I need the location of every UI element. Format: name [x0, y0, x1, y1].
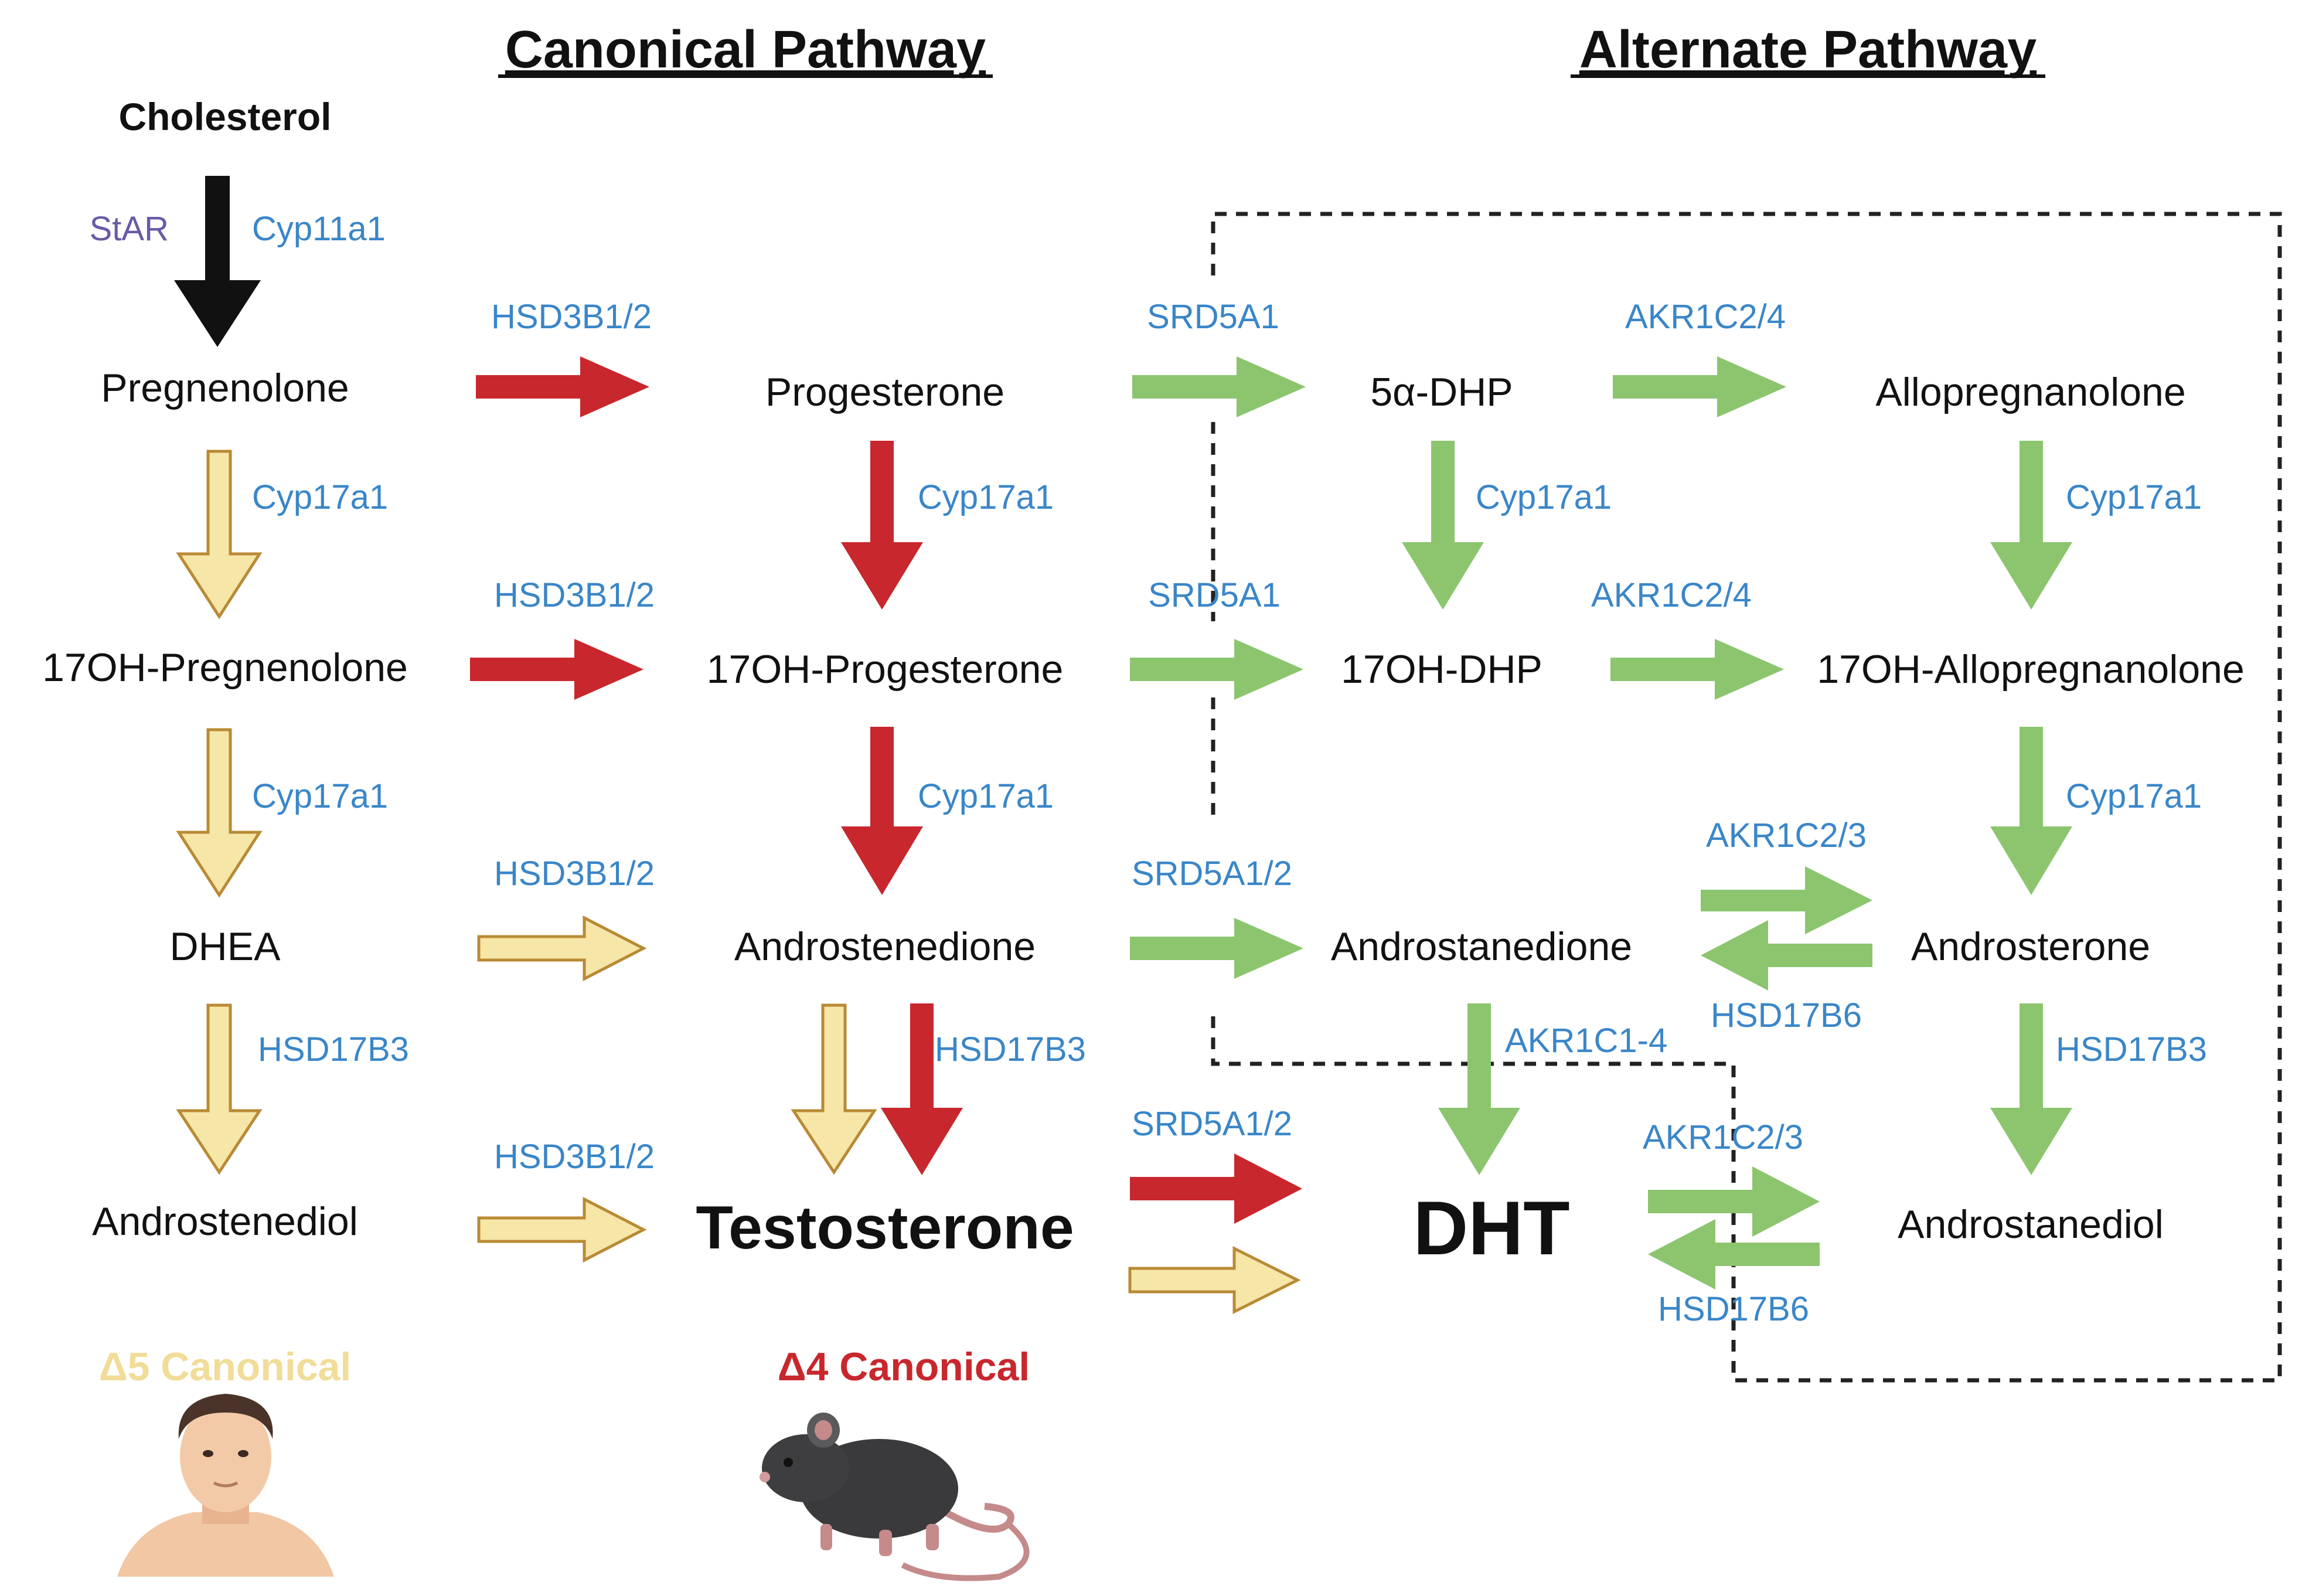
- arrow-androsterone-androstanedione: [1701, 920, 1872, 991]
- arrow-pregnenolone-progesterone: [476, 356, 649, 417]
- human-face-icon: [117, 1394, 334, 1577]
- node-dhea: DHEA: [170, 924, 281, 969]
- arrow-progesterone-17oh-progesterone: [841, 441, 923, 610]
- arrow-dhp-allopregnanolone: [1613, 356, 1786, 417]
- node-testosterone: Testosterone: [696, 1194, 1074, 1262]
- enzyme-cyp17a1-col2-a: Cyp17a1: [918, 478, 1054, 516]
- arrow-androstenedione-testosterone-d4: [881, 1003, 963, 1175]
- enzyme-akr1c2-3-row3: AKR1C2/3: [1706, 816, 1867, 855]
- enzyme-hsd3b-row3: HSD3B1/2: [494, 855, 655, 893]
- arrow-17oh-pregnenolone-dhea: [176, 728, 263, 898]
- arrow-androsterone-androstanediol: [1990, 1003, 2072, 1175]
- arrow-allopregnanolone-17oh-allopregnanolone: [1990, 441, 2072, 610]
- arrow-androstenediol-testosterone: [477, 1196, 647, 1263]
- enzyme-hsd3b-row1: HSD3B1/2: [491, 298, 652, 336]
- enzyme-cyp17a1-col3-a: Cyp17a1: [1476, 478, 1612, 516]
- node-dht: DHT: [1413, 1185, 1569, 1271]
- enzyme-srd5a1-row2: SRD5A1: [1148, 576, 1281, 614]
- arrow-androstenedione-testosterone-d5: [791, 1003, 877, 1175]
- enzyme-cyp11a1: Cyp11a1: [252, 210, 386, 248]
- enzyme-cyp17a1-col1-a: Cyp17a1: [252, 478, 388, 516]
- node-5a-dhp: 5α-DHP: [1370, 370, 1513, 414]
- enzyme-akr1c2-4-row1: AKR1C2/4: [1625, 298, 1786, 336]
- arrow-cholesterol-pregnenolone: [174, 176, 261, 347]
- legend-delta5-canonical: Δ5 Canonical: [99, 1345, 352, 1389]
- arrow-17oh-dhp-17oh-allopregnanolone: [1610, 639, 1784, 700]
- alternate-pathway-boundary: [1211, 212, 2282, 1383]
- node-17oh-pregnenolone: 17OH-Pregnenolone: [42, 645, 408, 690]
- node-cholesterol: Cholesterol: [118, 95, 331, 138]
- enzyme-star: StAR: [90, 210, 169, 248]
- enzyme-hsd17b6-row4: HSD17B6: [1658, 1290, 1809, 1328]
- mouse-icon: [760, 1413, 1030, 1581]
- alternate-pathway-heading: Alternate Pathway: [1579, 21, 2037, 79]
- canonical-pathway-heading: Canonical Pathway: [505, 21, 986, 79]
- node-androsterone: Androsterone: [1911, 924, 2150, 969]
- arrow-androstanediol-dht: [1648, 1219, 1820, 1289]
- enzyme-akr1c2-3-row4: AKR1C2/3: [1643, 1118, 1803, 1156]
- arrow-androstanedione-dht: [1438, 1003, 1520, 1175]
- node-androstenedione: Androstenedione: [734, 924, 1036, 969]
- enzyme-cyp17a1-col2-b: Cyp17a1: [918, 777, 1054, 815]
- arrow-17oh-progesterone-17oh-dhp: [1130, 639, 1303, 700]
- enzyme-srd5a1-2-row4: SRD5A1/2: [1132, 1105, 1292, 1143]
- enzyme-cyp17a1-col4-b: Cyp17a1: [2066, 777, 2202, 815]
- enzyme-hsd17b3-col4: HSD17B3: [2056, 1030, 2207, 1068]
- node-17oh-allopregnanolone: 17OH-Allopregnanolone: [1817, 647, 2245, 692]
- node-androstanedione: Androstanedione: [1331, 924, 1632, 969]
- enzyme-cyp17a1-col4-a: Cyp17a1: [2066, 478, 2202, 516]
- enzyme-hsd17b3-col1: HSD17B3: [258, 1030, 409, 1068]
- enzyme-hsd17b6-row3: HSD17B6: [1711, 996, 1862, 1034]
- arrow-testosterone-dht-d4: [1130, 1153, 1302, 1224]
- enzyme-hsd3b-row2: HSD3B1/2: [494, 576, 655, 614]
- enzyme-akr1c2-4-row2: AKR1C2/4: [1591, 576, 1752, 614]
- arrow-17oh-progesterone-androstenedione: [841, 727, 923, 895]
- arrow-17oh-allopregnanolone-androsterone: [1990, 727, 2072, 895]
- arrow-dhea-androstenediol: [176, 1003, 263, 1175]
- node-17oh-dhp: 17OH-DHP: [1341, 647, 1542, 692]
- arrow-dht-androstanediol: [1648, 1166, 1820, 1237]
- enzyme-hsd3b-row4: HSD3B1/2: [494, 1138, 655, 1176]
- arrow-17oh-pregnenolone-17oh-progesterone: [470, 639, 643, 700]
- arrow-androstanedione-androsterone: [1701, 866, 1872, 934]
- arrow-dhea-androstenedione: [477, 915, 647, 982]
- arrow-pregnenolone-17oh-pregnenolone: [176, 450, 263, 620]
- node-androstanediol: Androstanediol: [1898, 1202, 2164, 1247]
- arrow-testosterone-dht-d5: [1128, 1246, 1301, 1315]
- enzyme-srd5a1-row1: SRD5A1: [1147, 298, 1279, 336]
- legend-delta4-canonical: Δ4 Canonical: [778, 1345, 1030, 1389]
- node-17oh-progesterone: 17OH-Progesterone: [707, 647, 1064, 692]
- arrow-dhp-17oh-dhp: [1402, 441, 1484, 610]
- node-androstenediol: Androstenediol: [92, 1199, 358, 1244]
- arrow-androstenedione-androstanedione: [1130, 918, 1303, 979]
- enzyme-akr1c1-4: AKR1C1-4: [1505, 1022, 1667, 1060]
- enzyme-srd5a1-2-row3: SRD5A1/2: [1132, 855, 1292, 893]
- enzyme-hsd17b3-col2: HSD17B3: [935, 1030, 1086, 1068]
- enzyme-cyp17a1-col1-b: Cyp17a1: [252, 777, 388, 815]
- node-progesterone: Progesterone: [765, 370, 1004, 414]
- arrow-progesterone-dhp: [1132, 356, 1306, 417]
- node-pregnenolone: Pregnenolone: [101, 366, 349, 410]
- node-allopregnanolone: Allopregnanolone: [1875, 370, 2185, 414]
